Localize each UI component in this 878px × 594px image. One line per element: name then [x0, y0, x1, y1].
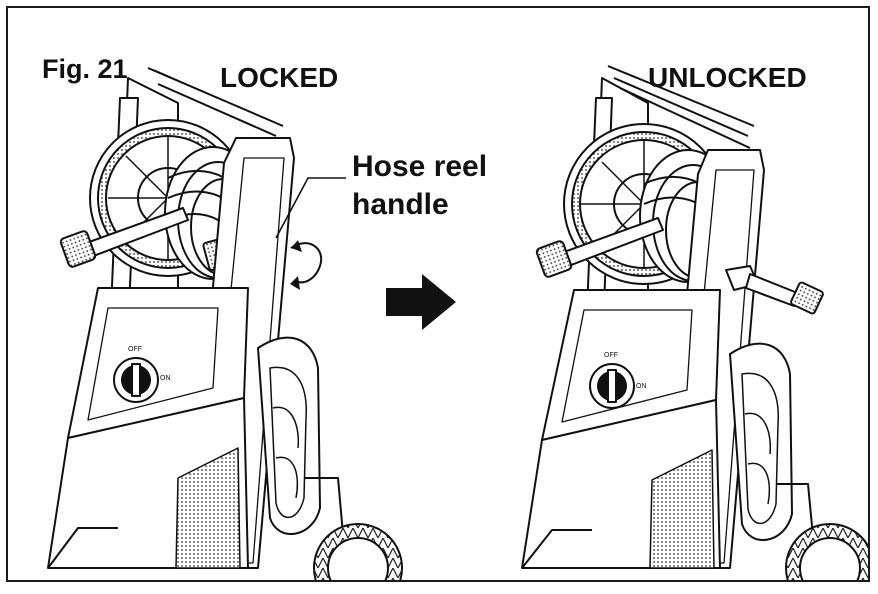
- callout-line-2: handle: [352, 188, 449, 221]
- rotate-arrow-icon: [290, 240, 323, 290]
- unlocked-label: UNLOCKED: [648, 62, 807, 93]
- fig-leader-line: [153, 69, 219, 99]
- unlocked-machine: OFF ON: [521, 65, 868, 580]
- locked-label: LOCKED: [220, 62, 339, 93]
- hose-reel-handle-callout: Hose reel handle: [352, 148, 552, 224]
- pressure-washer-illustration: OFF ON: [47, 65, 868, 580]
- callout-leader-line: [275, 177, 346, 239]
- svg-text:OFF: OFF: [604, 352, 618, 359]
- right-arrow-icon: [386, 274, 456, 330]
- svg-text:OFF: OFF: [128, 346, 142, 353]
- locked-machine: OFF ON: [47, 67, 403, 580]
- callout-line-1: Hose reel: [352, 150, 488, 183]
- svg-text:ON: ON: [160, 375, 171, 382]
- svg-text:ON: ON: [636, 383, 647, 390]
- figure-number: Fig. 21: [42, 54, 128, 84]
- figure-frame: OFF ON: [6, 6, 870, 582]
